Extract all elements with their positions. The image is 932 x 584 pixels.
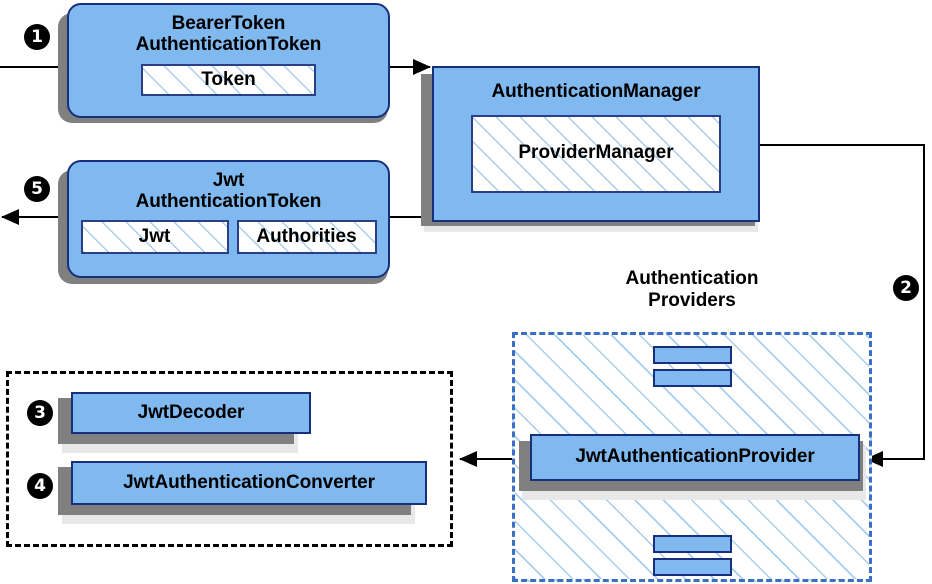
badge-step-5: 5: [24, 176, 50, 202]
jwt-token-slot-jwt: Jwt: [80, 220, 229, 255]
jwt-decoder-title: JwtDecoder: [137, 401, 245, 423]
badge-step-4: 4: [27, 473, 53, 499]
badge-step-2: 2: [893, 275, 919, 301]
jwt-token-slot-jwt-label: Jwt: [138, 225, 171, 247]
jwt-authentication-converter-node[interactable]: JwtAuthenticationConverter: [71, 461, 427, 505]
provider-stack-top-bar-2: [653, 369, 732, 387]
provider-stack-top-bar-1: [653, 346, 732, 364]
authentication-manager-slot-provider-manager-label: ProviderManager: [518, 142, 674, 164]
provider-stack-bottom-bar-2: [653, 558, 732, 576]
jwt-helpers-group: [6, 371, 453, 547]
jwt-authentication-provider-title: JwtAuthenticationProvider: [575, 446, 815, 468]
jwt-authentication-converter-title: JwtAuthenticationConverter: [123, 471, 375, 493]
jwt-token-slot-authorities-label: Authorities: [256, 225, 357, 247]
jwt-token-slots: Jwt Authorities: [80, 220, 377, 255]
bearer-token-title: BearerToken AuthenticationToken: [135, 13, 322, 55]
jwt-token-slot-authorities: Authorities: [236, 220, 377, 255]
badge-step-3: 3: [27, 400, 53, 426]
provider-stack-bottom-bar-1: [653, 535, 732, 553]
authentication-manager-node[interactable]: AuthenticationManager ProviderManager: [432, 66, 760, 222]
jwt-decoder-node[interactable]: JwtDecoder: [71, 392, 311, 434]
jwt-token-title: Jwt AuthenticationToken: [135, 170, 322, 212]
authentication-manager-slot-provider-manager: ProviderManager: [471, 114, 721, 193]
badge-step-1: 1: [24, 24, 50, 50]
bearer-token-node[interactable]: BearerToken AuthenticationToken Token: [67, 3, 390, 118]
authentication-providers-label: Authentication Providers: [625, 268, 759, 312]
jwt-authentication-provider-node[interactable]: JwtAuthenticationProvider: [530, 434, 860, 481]
jwt-token-node[interactable]: Jwt AuthenticationToken Jwt Authorities: [67, 160, 390, 278]
bearer-token-slot-token-label: Token: [201, 68, 256, 90]
bearer-token-slot-token: Token: [141, 64, 316, 97]
authentication-manager-title: AuthenticationManager: [491, 81, 701, 102]
